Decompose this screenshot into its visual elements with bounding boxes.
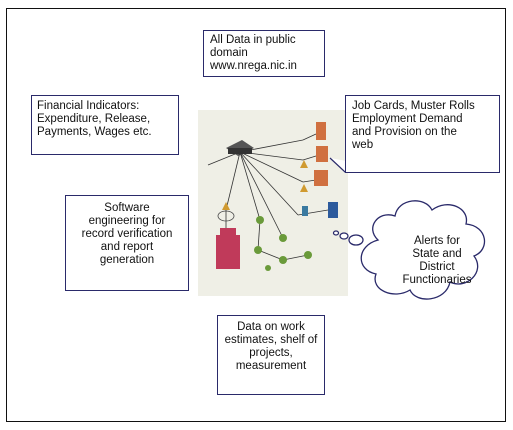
alerts-line: Alerts for bbox=[413, 235, 460, 247]
work-data-line: projects, bbox=[249, 347, 293, 359]
central-server-icon bbox=[226, 140, 254, 156]
public-domain-line: domain bbox=[210, 47, 248, 59]
software-line: record verification bbox=[81, 228, 173, 240]
node-ellipse bbox=[217, 210, 235, 222]
financial-line: Expenditure, Release, bbox=[37, 113, 151, 125]
work-data-line: Data on work bbox=[237, 321, 305, 333]
tree-icon bbox=[254, 216, 312, 271]
software-line: generation bbox=[99, 254, 155, 266]
software-engineering-box: Software engineering for record verifica… bbox=[65, 195, 189, 291]
alerts-line: State and bbox=[412, 248, 462, 260]
public-domain-line: www.nrega.nic.in bbox=[210, 60, 297, 72]
job-cards-box: Job Cards, Muster Rolls Employment Deman… bbox=[345, 95, 500, 173]
alerts-line: District bbox=[419, 261, 455, 273]
job-cards-line: and Provision on the bbox=[352, 126, 457, 138]
network-illustration-svg bbox=[207, 122, 338, 271]
software-line: engineering for bbox=[88, 215, 166, 227]
network-links bbox=[207, 133, 329, 261]
public-domain-line: All Data in public bbox=[210, 34, 296, 46]
financial-indicators-box: Financial Indicators: Expenditure, Relea… bbox=[31, 95, 179, 155]
building-icon bbox=[302, 122, 338, 218]
network-illustration bbox=[198, 110, 348, 296]
building-icon bbox=[216, 228, 240, 269]
alerts-line: Functionaries bbox=[402, 274, 472, 286]
work-data-line: measurement bbox=[235, 360, 307, 372]
work-data-line: estimates, shelf of bbox=[224, 334, 318, 346]
financial-line: Payments, Wages etc. bbox=[37, 126, 152, 138]
software-line: and report bbox=[100, 241, 154, 253]
work-data-box: Data on work estimates, shelf of project… bbox=[217, 315, 325, 395]
hut-icon bbox=[222, 160, 308, 210]
financial-line: Financial Indicators: bbox=[37, 100, 140, 112]
software-line: Software bbox=[104, 202, 150, 214]
job-cards-line: web bbox=[352, 139, 374, 151]
job-cards-line: Employment Demand bbox=[352, 113, 463, 125]
thought-cloud bbox=[332, 200, 485, 300]
job-cards-line: Job Cards, Muster Rolls bbox=[352, 100, 475, 112]
public-domain-box: All Data in public domain www.nrega.nic.… bbox=[203, 30, 325, 77]
alerts-cloud-text: Alerts for State and District Functionar… bbox=[397, 235, 477, 287]
